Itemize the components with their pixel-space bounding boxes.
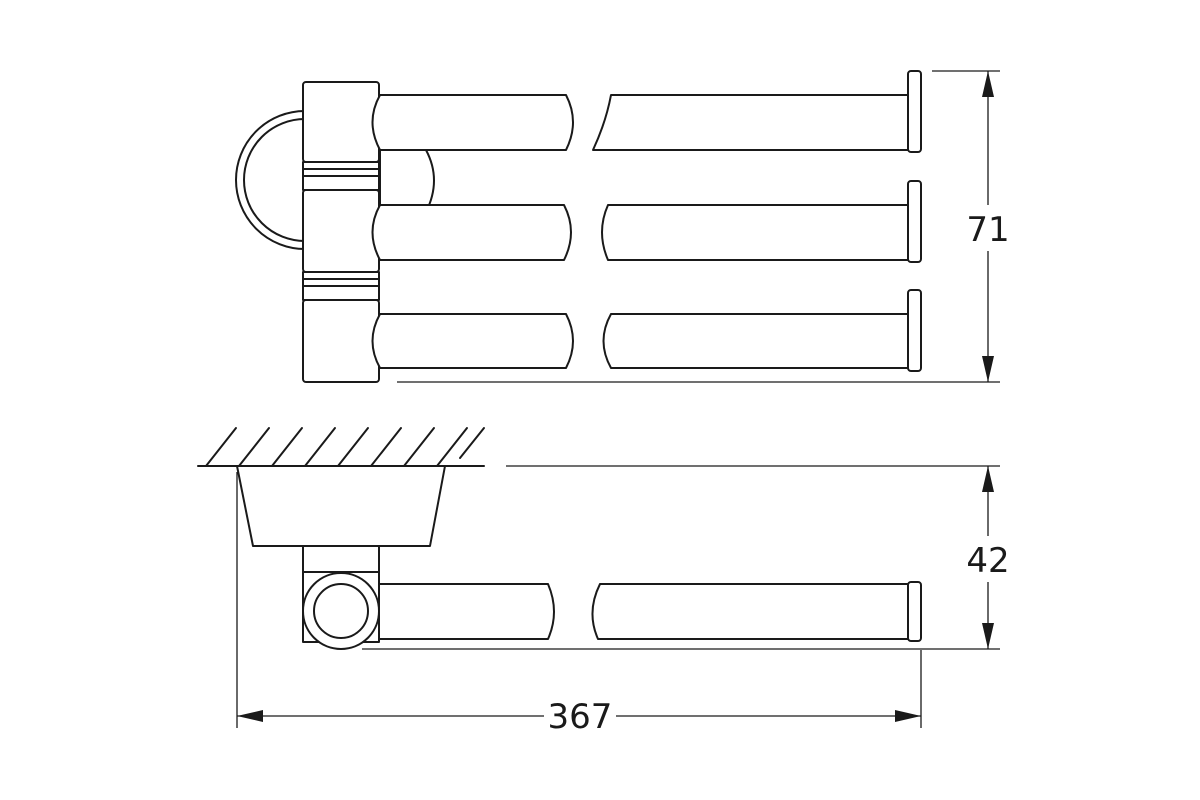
towel-bar-top-view <box>378 581 922 642</box>
towel-bar-1 <box>371 70 922 153</box>
bar-2-end-cap <box>907 180 922 263</box>
hinge-ring <box>302 285 380 301</box>
hinge-ring <box>302 168 380 177</box>
bar-1-left-segment <box>371 94 574 151</box>
bar-3-end-cap <box>907 289 922 372</box>
flange-collar <box>379 149 435 213</box>
arrow-left <box>237 710 263 722</box>
towel-bar-2 <box>371 180 922 263</box>
bar-3-right-segment <box>602 313 909 369</box>
towel-bar-3 <box>371 289 922 372</box>
wall-plate <box>236 465 446 547</box>
bar-2-right-segment <box>601 204 909 261</box>
arrow-right <box>895 710 921 722</box>
swivel-hinge <box>302 81 380 383</box>
hinge-block-top <box>302 81 380 163</box>
dimension-label-depth: 42 <box>966 541 1009 581</box>
wall-hatching <box>197 427 485 467</box>
hinge-ring <box>302 278 380 287</box>
hinge-block-middle <box>302 189 380 273</box>
swivel-joint-inner <box>313 583 369 639</box>
dimension-depth: 42 <box>362 465 1014 650</box>
top-bar-right-segment <box>591 583 909 640</box>
dimension-height: 71 <box>397 70 1014 383</box>
top-view <box>197 427 922 650</box>
dimension-label-height: 71 <box>966 210 1009 250</box>
arrow-up <box>982 71 994 97</box>
hinge-ring <box>302 175 380 191</box>
top-bar-end-cap <box>907 581 922 642</box>
bar-2-left-segment <box>371 204 572 261</box>
dimension-label-length: 367 <box>548 697 613 737</box>
bar-1-right-segment <box>592 94 909 151</box>
arrow-down <box>982 623 994 649</box>
bar-3-left-segment <box>371 313 574 369</box>
dimension-lines: 71 42 367 <box>236 70 1014 738</box>
hinge-block-bottom <box>302 299 380 383</box>
dimension-length: 367 <box>236 472 922 738</box>
arrow-down <box>982 356 994 382</box>
front-view <box>235 70 922 383</box>
hinge-ring <box>302 271 380 280</box>
arrow-up <box>982 466 994 492</box>
bar-1-end-cap <box>907 70 922 153</box>
top-bar-left-segment <box>378 583 555 640</box>
hinge-ring <box>302 161 380 170</box>
